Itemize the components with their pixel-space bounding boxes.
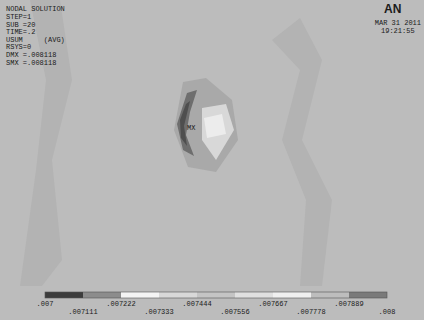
scale-value: .007111 [68,308,97,316]
scale-value: .007889 [334,300,363,308]
plot-time: 19:21:55 [381,27,415,35]
scale-value: .007333 [144,308,173,316]
plot-info: SMX =.008118 [6,59,56,67]
contour-band [180,101,190,146]
logo: AN [384,2,401,16]
scale-value: .008 [379,308,396,316]
contour-band [202,104,234,160]
contour-band [272,18,332,286]
plot-info: TIME=.2 [6,28,35,36]
scale-value: .007778 [296,308,325,316]
contour-band [174,78,238,172]
contour-band [204,114,226,138]
scale-value: .007222 [106,300,135,308]
plot-info: SUB =20 [6,21,35,29]
plot-info: USUM (AVG) [6,36,65,44]
plot-title: NODAL SOLUTION [6,5,65,13]
plot-info: DMX =.008118 [6,51,56,59]
scale-value: .007556 [220,308,249,316]
plot-info: RSYS=0 [6,43,31,51]
scale-value: .007 [37,300,54,308]
scale-value: .007667 [258,300,287,308]
plot-date: MAR 31 2011 [375,19,421,27]
contour-band [177,90,197,156]
plot-info: STEP=1 [6,13,31,21]
max-marker: MX [187,124,195,132]
color-bar [45,292,387,298]
scale-value: .007444 [182,300,211,308]
